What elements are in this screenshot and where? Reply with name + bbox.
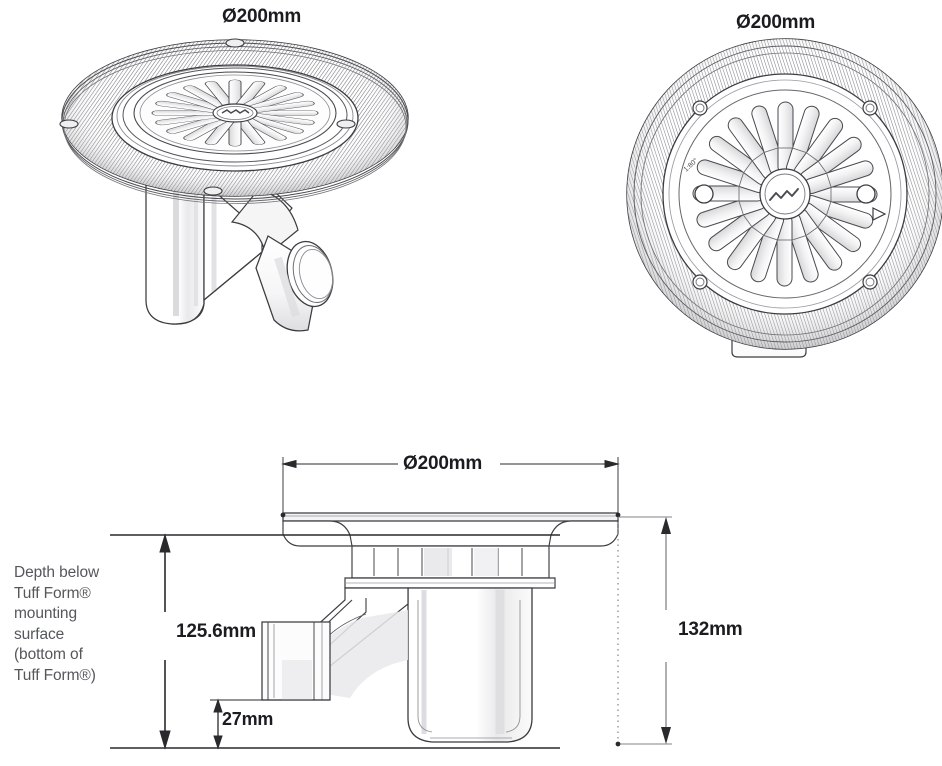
section-outlet-height-label: 27mm: [222, 709, 274, 729]
iso-flange-knurl: [62, 40, 408, 196]
iso-grate: [133, 71, 337, 155]
iso-fixing-slots: [59, 38, 356, 196]
plan-slot-ticks: [738, 147, 832, 241]
iso-grate-slots: [151, 79, 319, 147]
plan-centre-logo: [759, 168, 811, 220]
plan-diameter-label: Ø200mm: [736, 12, 816, 33]
section-diameter-label: Ø200mm: [403, 453, 483, 474]
section-drain-body: [261, 512, 619, 743]
dim-total-132: [615, 516, 672, 747]
plan-outlet-stub: [731, 329, 807, 358]
iso-flange: [59, 38, 409, 204]
plan-indicator-marks: 1:80°: [682, 156, 887, 221]
iso-outlet-rim: [286, 240, 334, 308]
iso-centre-logo: [212, 103, 258, 123]
isometric-view: [59, 38, 409, 332]
section-dimensions: [110, 457, 672, 750]
section-view: [110, 457, 672, 750]
section-depth-label: 125.6mm: [176, 621, 256, 642]
plan-triangle-marker: [872, 207, 887, 221]
plan-flange: [626, 38, 942, 350]
section-outlet-elbow: [261, 587, 409, 701]
section-ribs: [351, 545, 550, 579]
section-flange: [282, 512, 619, 522]
iso-body: [145, 139, 334, 332]
plan-bolt-holes: [692, 100, 878, 290]
section-depth-note: Depth below Tuff Form® mounting surface …: [14, 564, 100, 684]
section-total-height-label: 132mm: [678, 619, 743, 640]
plan-circle-marker: [856, 184, 876, 204]
iso-diameter-label: Ø200mm: [222, 6, 302, 27]
plan-view: 1:80°: [626, 38, 942, 358]
section-outlet-pipe: [261, 621, 331, 701]
plan-grate-slots: [692, 101, 878, 287]
svg-text:1:80°: 1:80°: [682, 156, 700, 173]
section-sump: [407, 587, 533, 743]
section-collar: [344, 577, 556, 589]
